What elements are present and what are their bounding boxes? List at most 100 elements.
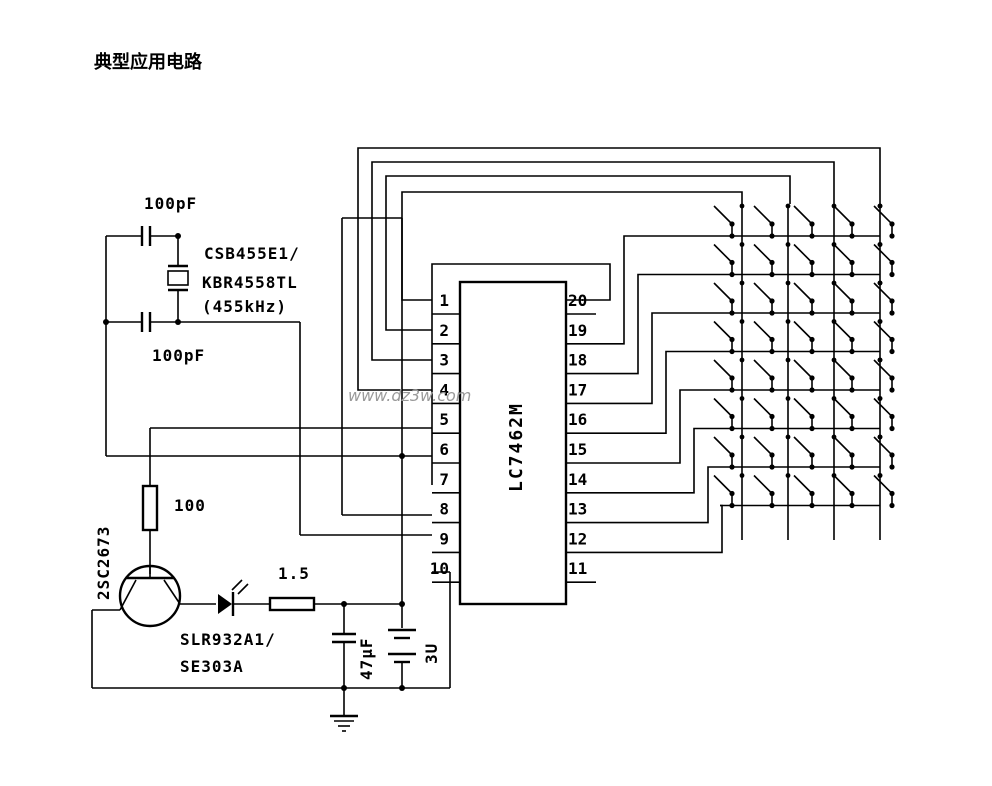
cap-bottom-value: 100pF (152, 346, 205, 365)
switch-r3-c4 (833, 282, 853, 302)
switch-r2-c5-column-tap (877, 242, 883, 247)
switch-r6-c2 (753, 397, 773, 418)
switch-r3-c2 (753, 282, 773, 302)
ir-driver: 100 2SC2673 1.5 SLR932A1/ SE303A (91, 484, 450, 689)
switch-r4-c5 (873, 320, 893, 341)
capacitor-supply-value: 47μF (357, 637, 376, 680)
switch-r6-c5-node (889, 425, 895, 432)
ic-pin-left-2: 2 (439, 321, 449, 340)
input-line-pin-16 (596, 350, 720, 435)
battery-voltage: 3U (422, 643, 441, 664)
ic-pin-left-4: 4 (439, 380, 449, 399)
scan-line-pin4 (357, 147, 881, 391)
switch-r4-c5-node (889, 348, 895, 355)
switch-r5-c1 (713, 359, 733, 379)
switch-r8-c2-node (769, 502, 775, 509)
ic-pin-right-12: 12 (568, 529, 587, 548)
cap-top-value: 100pF (144, 194, 197, 213)
ic-pin-right-11: 11 (568, 559, 587, 578)
switch-r8-c3-node (809, 502, 815, 509)
junction-res-top (175, 233, 181, 239)
switch-r8-c4-node (849, 502, 855, 509)
ic-pin-left-3: 3 (439, 351, 449, 370)
switch-r4-c2 (753, 320, 773, 341)
switch-r2-c2-column-tap (785, 242, 791, 247)
switch-r2-c2 (753, 243, 773, 264)
switch-r2-c4 (833, 243, 853, 264)
switch-r6-c1 (713, 397, 733, 418)
switch-r3-c5 (873, 282, 893, 302)
switch-r4-c1 (713, 320, 733, 341)
switch-r7-c1 (713, 436, 733, 456)
scan-line-pin7-loop (431, 263, 611, 485)
switch-r8-c5 (873, 474, 893, 495)
switch-r7-c4-node (849, 464, 855, 470)
switch-r4-c1-node (729, 348, 735, 355)
switch-r5-c4-node (849, 387, 855, 393)
resonator-crystal (167, 270, 189, 286)
switch-r3-c1 (713, 282, 733, 302)
switch-r1-c5-node (889, 233, 895, 239)
switch-r7-c4 (833, 436, 853, 456)
switch-r4-c2-column-tap (785, 319, 791, 324)
ic-body (458, 280, 568, 606)
ic-pin-left-6: 6 (439, 440, 449, 459)
switch-r5-c3 (793, 359, 813, 379)
switch-r8-c5-column-tap (877, 473, 883, 478)
ic-pin-left-1: 1 (439, 291, 449, 310)
switch-r7-c2-column-tap (785, 434, 791, 440)
switch-r6-c2-column-tap (785, 396, 791, 401)
switch-r4-c5-column-tap (877, 319, 883, 324)
switch-r7-c5-column-tap (877, 434, 883, 440)
ic-pin-left-8: 8 (439, 500, 449, 519)
resistor-led-value: 1.5 (278, 564, 310, 583)
switch-r3-c4-node (849, 310, 855, 316)
ic-pin-right-17: 17 (568, 380, 587, 399)
led-arrow-2 (237, 583, 249, 595)
page-title: 典型应用电路 (94, 51, 203, 73)
input-line-pin-13 (596, 466, 720, 524)
transistor-collector (119, 579, 137, 611)
switch-r6-c1-node (729, 425, 735, 432)
switch-r5-c2-node (769, 387, 775, 393)
left-pin-wiring (106, 217, 451, 688)
switch-r5-c5-node (889, 387, 895, 393)
switch-r1-c1-node (729, 233, 735, 239)
switch-r2-c3 (793, 243, 813, 264)
switch-r1-c4 (833, 205, 853, 225)
ic-pin-right-18: 18 (568, 351, 587, 370)
switch-r1-c5 (873, 205, 893, 225)
switch-r1-c2-column-tap (785, 203, 791, 209)
resonator-part-2: KBR4558TL (202, 273, 298, 292)
watermark: www.dz3w.com (348, 386, 471, 405)
input-line-pin-17 (596, 312, 720, 405)
switch-r2-c1-node (729, 271, 735, 278)
switch-r2-c4-node (849, 271, 855, 278)
switch-r6-c4 (833, 397, 853, 418)
ic-pin-right-16: 16 (568, 410, 587, 429)
resistor-base (141, 484, 159, 532)
switch-r8-c4 (833, 474, 853, 495)
ic-pin-left-9: 9 (439, 529, 449, 548)
switch-r8-c5-node (889, 502, 895, 509)
switch-r3-c5-column-tap (877, 280, 883, 286)
oscillator-network: 100pF 100pF CSB455E1/ KBR4558TL (455kHz) (103, 194, 300, 456)
switch-r1-c2 (753, 205, 773, 225)
switch-r3-c2-column-tap (785, 280, 791, 286)
led-part-1: SLR932A1/ (180, 630, 276, 649)
scan-line-pin2 (385, 175, 791, 331)
switch-r1-c1 (713, 205, 733, 225)
ic-pin-left-5: 5 (439, 410, 449, 429)
resonator-frequency: (455kHz) (202, 297, 287, 316)
switch-r6-c4-node (849, 425, 855, 432)
switch-r3-c2-node (769, 310, 775, 316)
switch-r3-c1-node (729, 310, 735, 316)
switch-r5-c3-node (809, 387, 815, 393)
switch-r3-c5-node (889, 310, 895, 316)
switch-r2-c2-node (769, 271, 775, 278)
switch-r5-c1-column-tap (739, 357, 745, 363)
switch-r2-c1-column-tap (739, 242, 745, 247)
scan-line-pin3 (371, 161, 835, 361)
